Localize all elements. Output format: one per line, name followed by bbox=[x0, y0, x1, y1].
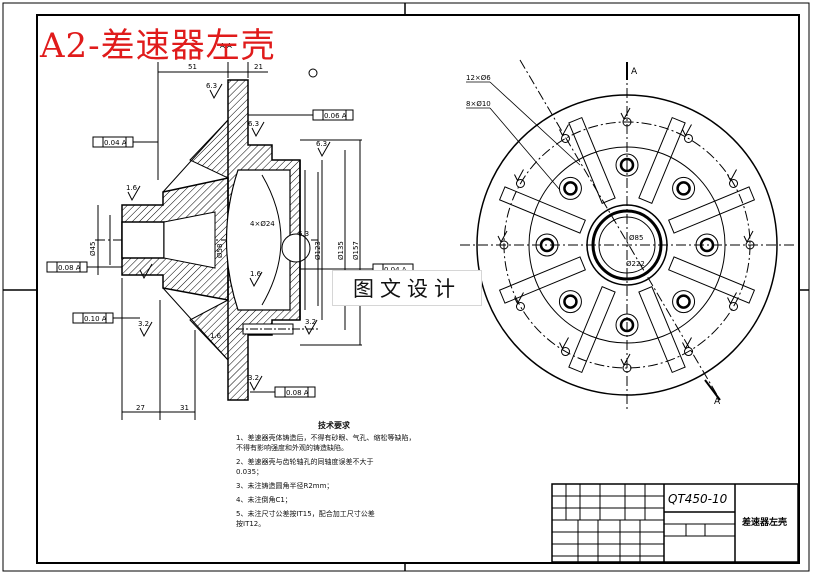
roughness-check bbox=[497, 230, 508, 244]
drawing-title-banner: A2-差速器左壳 bbox=[40, 26, 276, 66]
label-d222: Ø222 bbox=[626, 260, 645, 268]
note-line: 1、差速器壳体铸造后，不得有砂眼、气孔、缩松等缺陷， bbox=[236, 434, 416, 442]
bolt-hole-outer bbox=[672, 176, 696, 200]
label-holes-12: 12×Ø6 bbox=[466, 74, 491, 82]
roughness-5: 3.2 bbox=[138, 320, 149, 328]
small-hole bbox=[499, 240, 509, 250]
bolt-hole-inner bbox=[563, 294, 578, 309]
tol-frame-2: 0.06 A bbox=[324, 112, 347, 120]
bolt-hole-inner bbox=[539, 237, 555, 253]
dim-d58: Ø58 bbox=[216, 244, 224, 258]
roughness-check bbox=[559, 337, 569, 350]
small-hole bbox=[684, 347, 693, 357]
radial-rib bbox=[568, 286, 616, 374]
note-line: 不得有影响强度和外观的铸造缺陷。 bbox=[236, 444, 348, 452]
front-view-labels: 12×Ø6 8×Ø10 Ø85 Ø222 A A bbox=[466, 67, 721, 407]
roughness-3: 6.3 bbox=[316, 140, 327, 148]
front-view bbox=[460, 59, 795, 410]
bolt-hole-outer bbox=[558, 290, 582, 314]
tol-frame-3: 0.08 A bbox=[58, 264, 81, 272]
radial-rib bbox=[668, 186, 756, 234]
roughness-7: 1.6 bbox=[126, 184, 138, 192]
small-hole bbox=[684, 133, 693, 143]
roughness-check bbox=[559, 124, 569, 137]
bolt-hole-inner bbox=[676, 294, 691, 309]
radial-rib bbox=[668, 256, 756, 304]
roughness-check bbox=[727, 169, 737, 182]
roughness-4: 6.3 bbox=[298, 230, 309, 238]
bolt-hole-inner bbox=[676, 181, 691, 196]
roughness-check bbox=[682, 124, 692, 137]
note-line: 4、未注倒角C1； bbox=[236, 496, 292, 504]
small-hole bbox=[561, 347, 570, 357]
dim-d135: Ø135 bbox=[337, 241, 345, 260]
bolt-hole-inner bbox=[619, 317, 635, 333]
small-hole bbox=[729, 302, 739, 311]
watermark-label: 图文设计 bbox=[332, 270, 482, 306]
dim-top-21: 21 bbox=[254, 63, 263, 71]
dim-bottom-31: 31 bbox=[180, 404, 189, 412]
note-line: 2、差速器壳与齿轮轴孔的同轴度误差不大于 bbox=[236, 458, 374, 466]
note-line: 3、未注铸造圆角半径R2mm； bbox=[236, 482, 334, 490]
roughness-check bbox=[620, 353, 631, 367]
radial-rib bbox=[498, 186, 586, 234]
roughness-check bbox=[727, 292, 737, 305]
roughness-check bbox=[514, 292, 524, 305]
bolt-hole-inner bbox=[619, 157, 635, 173]
tol-frame-1: 0.04 A bbox=[104, 139, 127, 147]
roughness-1: 6.3 bbox=[206, 82, 217, 90]
bolt-hole-outer bbox=[695, 233, 719, 257]
label-d85: Ø85 bbox=[629, 234, 643, 242]
note-line: 0.035； bbox=[236, 468, 264, 476]
radial-rib bbox=[568, 116, 616, 204]
roughness-check bbox=[620, 107, 631, 121]
small-hole bbox=[745, 240, 755, 250]
section-mark-top: A bbox=[631, 67, 638, 77]
radial-rib bbox=[638, 286, 686, 374]
small-hole bbox=[515, 179, 525, 188]
notes-title: 技术要求 bbox=[318, 421, 350, 430]
roughness-check bbox=[682, 337, 692, 350]
holes-label: 4×Ø24 bbox=[250, 220, 275, 228]
bolt-hole-outer bbox=[615, 153, 639, 177]
note-line: 按IT12。 bbox=[236, 520, 266, 528]
bolt-hole-outer bbox=[535, 233, 559, 257]
dim-bottom-27: 27 bbox=[136, 404, 145, 412]
bolt-hole-outer bbox=[672, 290, 696, 314]
roughness-9: 1.6 bbox=[210, 332, 222, 340]
tol-frame-4: 0.10 A bbox=[84, 315, 107, 323]
side-section-view bbox=[46, 62, 414, 420]
inner-border bbox=[36, 14, 800, 564]
small-hole bbox=[561, 133, 570, 143]
roughness-8: 1.6 bbox=[250, 270, 262, 278]
section-label: A-A bbox=[220, 42, 232, 50]
bolt-hole-inner bbox=[563, 181, 578, 196]
small-hole bbox=[622, 117, 632, 127]
roughness-10: 3.2 bbox=[248, 374, 259, 382]
title-block bbox=[551, 483, 799, 563]
roughness-2: 6.3 bbox=[248, 120, 259, 128]
roughness-6: 3.2 bbox=[305, 318, 316, 326]
section-mark-bottom: A bbox=[714, 397, 721, 407]
title-block-material: QT450-10 bbox=[668, 492, 728, 506]
dim-d123: Ø123 bbox=[314, 241, 322, 260]
label-holes-8: 8×Ø10 bbox=[466, 100, 491, 108]
title-block-part-name: 差速器左壳 bbox=[742, 518, 788, 528]
roughness-check bbox=[743, 230, 754, 244]
note-line: 5、未注尺寸公差按IT15，配合加工尺寸公差 bbox=[236, 510, 375, 518]
small-hole bbox=[729, 179, 739, 188]
dim-d157: Ø157 bbox=[352, 241, 360, 260]
roughness-check bbox=[514, 169, 524, 182]
radial-rib bbox=[498, 256, 586, 304]
tol-frame-5: 0.08 A bbox=[286, 389, 309, 397]
radial-rib bbox=[638, 116, 686, 204]
bolt-hole-outer bbox=[558, 176, 582, 200]
small-hole bbox=[515, 302, 525, 311]
bolt-hole-outer bbox=[615, 313, 639, 337]
small-hole bbox=[622, 363, 632, 373]
dim-d45: Ø45 bbox=[89, 242, 97, 256]
dim-top-51: 51 bbox=[188, 63, 197, 71]
bolt-hole-inner bbox=[699, 237, 715, 253]
